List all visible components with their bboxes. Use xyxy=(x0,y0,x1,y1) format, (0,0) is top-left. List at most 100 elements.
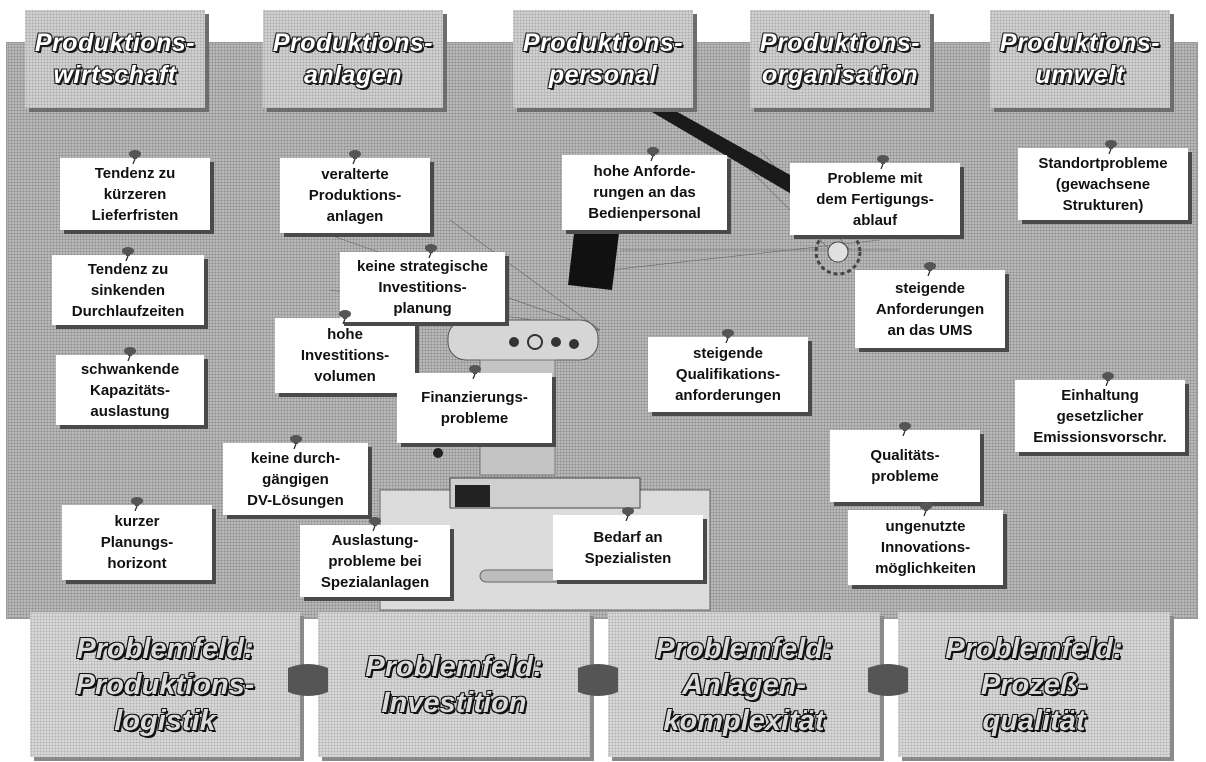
note-line: Investitions- xyxy=(378,278,467,296)
pushpin-icon xyxy=(369,517,381,531)
note-line: ungenutzte xyxy=(885,518,966,535)
header-line: organisation xyxy=(761,61,918,89)
note-line: hohe xyxy=(327,326,363,343)
note-line: probleme bei xyxy=(328,552,422,570)
pushpin-icon xyxy=(122,247,134,261)
pushpin-icon xyxy=(877,155,889,169)
field-line: komplexität xyxy=(663,704,825,737)
header-line: Produktions- xyxy=(272,29,434,57)
header-produktionspersonal: Produktions- personal xyxy=(513,10,693,108)
note-line: möglichkeiten xyxy=(875,560,976,577)
field-line: Investition xyxy=(381,686,527,719)
header-produktionsumwelt: Produktions- umwelt xyxy=(990,10,1170,108)
puzzle-connector-icon xyxy=(288,664,328,696)
pushpin-icon xyxy=(349,150,361,164)
note-line: dem Fertigungs- xyxy=(816,190,934,208)
note-standort: Standortprobleme (gewachsene Strukturen) xyxy=(1018,148,1188,220)
note-line: gängigen xyxy=(262,470,329,488)
header-line: Produktions- xyxy=(999,29,1161,57)
note-line: Produktions- xyxy=(308,187,402,204)
puzzle-connector-icon xyxy=(578,664,618,696)
pushpin-icon xyxy=(468,365,481,379)
field-line: Problemfeld: xyxy=(76,632,254,665)
note-line: Durchlaufzeiten xyxy=(71,302,185,320)
note-qualifikation: steigende Qualifikations- anforderungen xyxy=(648,337,808,412)
note-line: volumen xyxy=(314,368,376,385)
note-innovation: ungenutzte Innovations- möglichkeiten xyxy=(848,510,1003,585)
note-line: Bedienpersonal xyxy=(588,205,701,222)
field-line: Produktions- xyxy=(75,668,255,701)
field-line: Anlagen- xyxy=(681,668,807,701)
header-produktionsanlagen: Produktions- anlagen xyxy=(263,10,443,108)
pushpin-icon xyxy=(131,497,143,511)
note-line: kürzeren xyxy=(103,185,167,203)
pushpin-icon xyxy=(339,310,351,324)
field-investition: Problemfeld: Investition xyxy=(318,612,590,757)
note-line: Standortprobleme xyxy=(1038,154,1168,172)
note-line: (gewachsene xyxy=(1055,175,1151,193)
note-line: Kapazitäts- xyxy=(89,381,171,399)
note-auslastung: Auslastung- probleme bei Spezialanlagen xyxy=(300,525,450,597)
field-produktionslogistik: Problemfeld: Produktions- logistik xyxy=(30,612,300,757)
header-line: Produktions- xyxy=(759,29,921,57)
pushpin-icon xyxy=(899,422,911,436)
field-line: Problemfeld: xyxy=(945,632,1123,665)
note-line: Qualifikations- xyxy=(675,366,781,383)
note-line: Spezialisten xyxy=(584,549,672,567)
note-line: anforderungen xyxy=(675,387,781,404)
note-line: Bedarf an xyxy=(593,528,663,546)
header-produktionsorganisation: Produktions- organisation xyxy=(750,10,930,108)
note-line: rungen an das xyxy=(593,184,696,201)
note-line: anlagen xyxy=(326,208,384,225)
note-line: Strukturen) xyxy=(1062,196,1144,214)
note-volumen: hohe Investitions- volumen xyxy=(275,318,415,393)
field-line: Problemfeld: xyxy=(365,650,543,683)
note-line: Investitions- xyxy=(300,347,390,364)
note-line: Emissionsvorschr. xyxy=(1033,428,1167,446)
note-line: sinkenden xyxy=(90,281,166,299)
note-line: gesetzlicher xyxy=(1056,407,1144,425)
pushpin-icon xyxy=(424,244,437,258)
note-planungshorizont: kurzer Planungs- horizont xyxy=(62,505,212,580)
note-line: schwankende xyxy=(80,360,180,378)
note-emission: Einhaltung gesetzlicher Emissionsvorschr… xyxy=(1015,380,1185,452)
note-line: Finanzierungs- xyxy=(421,389,528,406)
note-line: DV-Lösungen xyxy=(247,491,344,509)
pushpin-icon xyxy=(646,147,659,161)
note-veraltet: veralterte Produktions- anlagen xyxy=(280,158,430,233)
header-produktionswirtschaft: Produktions- wirtschaft xyxy=(25,10,205,108)
pushpin-icon xyxy=(722,329,734,343)
pushpin-icon xyxy=(129,150,141,164)
note-line: horizont xyxy=(107,555,167,572)
note-fertigung: Probleme mit dem Fertigungs- ablauf xyxy=(790,163,960,235)
field-line: Prozeß- xyxy=(980,668,1088,701)
pushpin-icon xyxy=(919,502,932,516)
note-line: an das UMS xyxy=(887,321,973,339)
pushpin-icon xyxy=(124,347,136,361)
note-line: Planungs- xyxy=(100,534,174,551)
header-line: Produktions- xyxy=(522,29,684,57)
note-lieferfristen: Tendenz zu kürzeren Lieferfristen xyxy=(60,158,210,230)
header-line: personal xyxy=(548,61,658,89)
pushpin-icon xyxy=(924,262,936,276)
note-line: probleme xyxy=(871,468,939,485)
note-line: kurzer xyxy=(114,513,160,530)
note-line: planung xyxy=(393,299,452,317)
note-line: Anforderungen xyxy=(875,300,985,318)
pushpin-icon xyxy=(1102,372,1114,386)
note-line: hohe Anforde- xyxy=(593,163,696,180)
note-ums: steigende Anforderungen an das UMS xyxy=(855,270,1005,348)
note-line: steigende xyxy=(894,279,966,297)
note-qualitaet: Qualitäts- probleme xyxy=(830,430,980,502)
note-bedienpersonal: hohe Anforde- rungen an das Bedienperson… xyxy=(562,155,727,230)
puzzle-connector-icon xyxy=(868,664,908,696)
note-line: Tendenz zu xyxy=(94,164,176,182)
note-line: Lieferfristen xyxy=(91,206,179,224)
header-line: umwelt xyxy=(1035,61,1125,89)
note-dv: keine durch- gängigen DV-Lösungen xyxy=(223,443,368,515)
field-line: logistik xyxy=(114,704,216,737)
pushpin-icon xyxy=(1105,140,1117,154)
note-line: Qualitäts- xyxy=(870,447,940,464)
note-line: auslastung xyxy=(90,402,170,420)
header-line: anlagen xyxy=(304,61,402,89)
